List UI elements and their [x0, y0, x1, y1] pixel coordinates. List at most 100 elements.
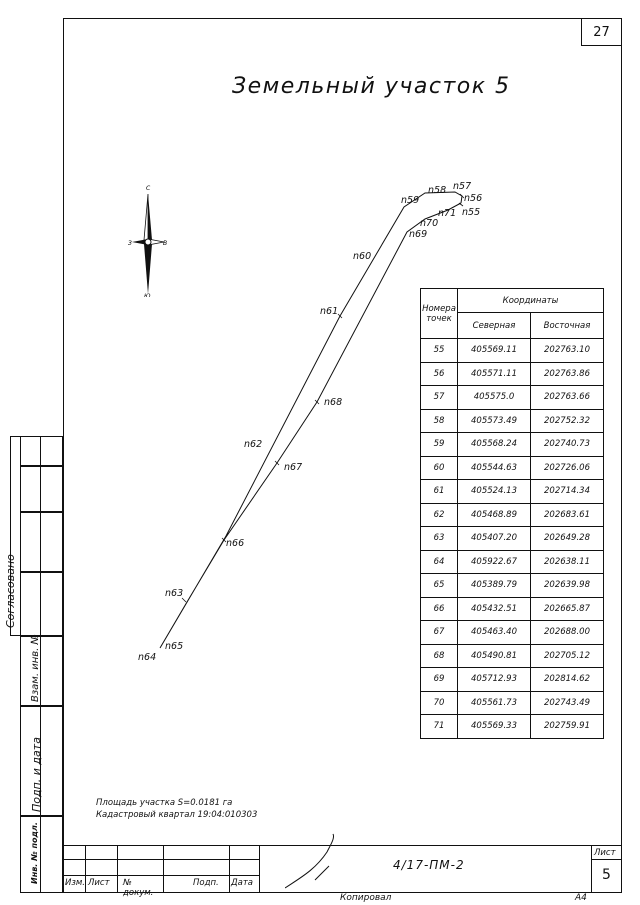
stamp-col-izm: Изм.: [65, 878, 85, 888]
cell-east: 202763.86: [530, 361, 604, 386]
point-label: n58: [428, 185, 447, 196]
point-label: n57: [453, 181, 472, 192]
point-label: n55: [462, 207, 481, 218]
stamp-col-podp: Подп.: [193, 878, 219, 888]
cell-north: 405389.79: [457, 573, 531, 598]
document-code: 4/17-ПМ-2: [393, 858, 465, 872]
label-inv-vzam: Взам. инв. №: [30, 634, 41, 702]
cell-east: 202759.91: [530, 714, 604, 739]
compass-south: Ю: [144, 293, 151, 297]
drawing-frame: [63, 18, 622, 893]
point-label: n70: [420, 218, 439, 229]
header-point-numbers: Номера точек: [420, 288, 458, 339]
cell-north: 405569.11: [457, 338, 531, 363]
point-label: n63: [165, 588, 184, 599]
cell-north: 405568.24: [457, 432, 531, 457]
cell-n: 61: [420, 479, 458, 504]
point-label: n60: [353, 251, 372, 262]
cell-n: 58: [420, 408, 458, 433]
header-east: Восточная: [530, 312, 604, 339]
cell-east: 202638.11: [530, 549, 604, 574]
point-label: n66: [226, 538, 245, 549]
cell-north: 405922.67: [457, 549, 531, 574]
cell-north: 405407.20: [457, 526, 531, 551]
cell-east: 202714.34: [530, 479, 604, 504]
signature-mark: [285, 833, 334, 889]
stamp-list-number: 5: [602, 867, 611, 883]
cell-north: 405573.49: [457, 408, 531, 433]
sheet-number-top: 27: [581, 18, 622, 46]
point-label: n56: [464, 193, 483, 204]
cell-n: 60: [420, 455, 458, 480]
cell-n: 69: [420, 667, 458, 692]
area-text: Площадь участка S=0.0181 га: [96, 798, 233, 808]
point-label: n64: [138, 652, 157, 663]
cell-n: 55: [420, 338, 458, 363]
title-block: Изм. Лист № докум. Подп. Дата Лист 5: [63, 845, 622, 898]
label-agreed: Согласовано: [4, 554, 17, 628]
cell-east: 202743.49: [530, 690, 604, 715]
side-stamp: [10, 436, 63, 893]
stamp-col-data: Дата: [231, 878, 254, 888]
cell-east: 202763.10: [530, 338, 604, 363]
cell-n: 67: [420, 620, 458, 645]
cell-n: 64: [420, 549, 458, 574]
stamp-list-label: Лист: [594, 848, 616, 858]
cell-north: 405561.73: [457, 690, 531, 715]
cell-east: 202705.12: [530, 643, 604, 668]
area-info: Площадь участка S=0.0181 га Кадастровый …: [96, 797, 257, 821]
cell-east: 202688.00: [530, 620, 604, 645]
cell-n: 62: [420, 502, 458, 527]
cell-east: 202665.87: [530, 596, 604, 621]
cell-n: 68: [420, 643, 458, 668]
cell-north: 405468.89: [457, 502, 531, 527]
compass-west: З: [128, 240, 132, 247]
point-label: n67: [284, 462, 303, 473]
cell-n: 59: [420, 432, 458, 457]
cadastral-text: Кадастровый квартал 19:04:010303: [96, 810, 258, 820]
cell-n: 65: [420, 573, 458, 598]
cell-n: 56: [420, 361, 458, 386]
cell-north: 405544.63: [457, 455, 531, 480]
cell-east: 202639.98: [530, 573, 604, 598]
compass-north: С: [146, 185, 151, 192]
footer-copy: Копировал: [340, 893, 392, 903]
compass-rose-icon: С З В Ю: [128, 185, 167, 297]
cell-north: 405490.81: [457, 643, 531, 668]
cell-north: 405569.33: [457, 714, 531, 739]
cell-east: 202752.32: [530, 408, 604, 433]
coordinates-table: Номера точек Координаты Северная Восточн…: [420, 288, 604, 739]
point-label: n61: [320, 306, 339, 317]
point-label: n59: [401, 195, 420, 206]
cell-east: 202740.73: [530, 432, 604, 457]
cell-n: 71: [420, 714, 458, 739]
footer-format: А4: [575, 893, 587, 903]
cell-east: 202649.28: [530, 526, 604, 551]
header-coordinates: Координаты: [457, 288, 604, 313]
page-title: Земельный участок 5: [232, 74, 511, 99]
cell-north: 405463.40: [457, 620, 531, 645]
cell-east: 202726.06: [530, 455, 604, 480]
cell-east: 202763.66: [530, 385, 604, 410]
cell-north: 405432.51: [457, 596, 531, 621]
cell-north: 405571.11: [457, 361, 531, 386]
label-sign-date: Подп. и дата: [30, 737, 43, 812]
point-label: n71: [438, 208, 457, 219]
point-label: n68: [324, 397, 343, 408]
point-label: n62: [244, 439, 263, 450]
cell-north: 405712.93: [457, 667, 531, 692]
cell-east: 202683.61: [530, 502, 604, 527]
